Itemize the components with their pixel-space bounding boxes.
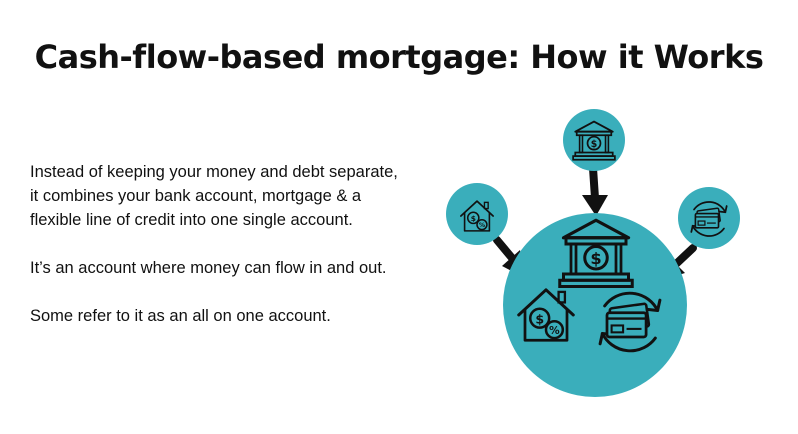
description-text: Instead of keeping your money and debt s… [30,160,410,352]
description-paragraph-2: It’s an account where money can flow in … [30,259,387,277]
page-title: Cash-flow-based mortgage: How it Works [34,38,764,76]
bank-account-circle [563,109,625,171]
line-of-credit-circle [678,187,740,249]
description-paragraph-3: Some refer to it as an all on one accoun… [30,307,331,325]
combined-account-circle [503,213,687,397]
arrow-icon-from-bank [582,164,608,216]
mortgage-circle [446,183,508,245]
description-paragraph-1: Instead of keeping your money and debt s… [30,163,398,229]
